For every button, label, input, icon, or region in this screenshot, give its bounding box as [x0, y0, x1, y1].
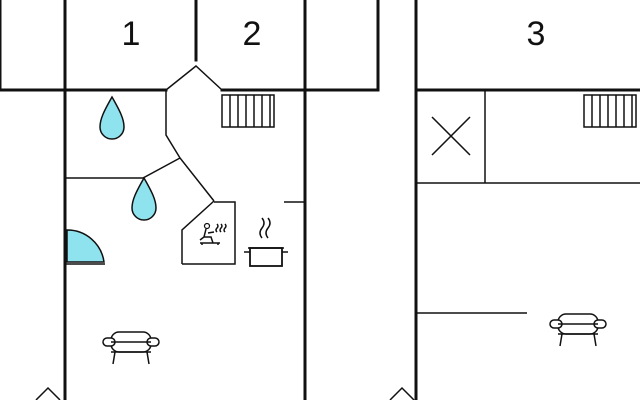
cross-mark-icon: [431, 116, 471, 156]
armchair-icon: [102, 331, 160, 365]
sauna-icon: [199, 222, 227, 245]
room-3-label: 3: [527, 15, 546, 53]
room-1-label: 1: [122, 15, 141, 53]
right-building-walls: [389, 0, 640, 400]
cooking-pot-icon: [244, 217, 288, 267]
water-drop-icon: [131, 176, 157, 221]
armchair-icon: [549, 313, 607, 347]
shower-icon: [66, 229, 105, 263]
room-2-label: 2: [243, 15, 262, 53]
left-building-walls: [0, 0, 380, 400]
water-drop-icon: [99, 95, 125, 140]
radiator-icon: [583, 94, 637, 128]
radiator-icon: [221, 94, 275, 128]
bathroom-walls: [65, 65, 305, 265]
roof-peak-icon: [35, 386, 61, 400]
